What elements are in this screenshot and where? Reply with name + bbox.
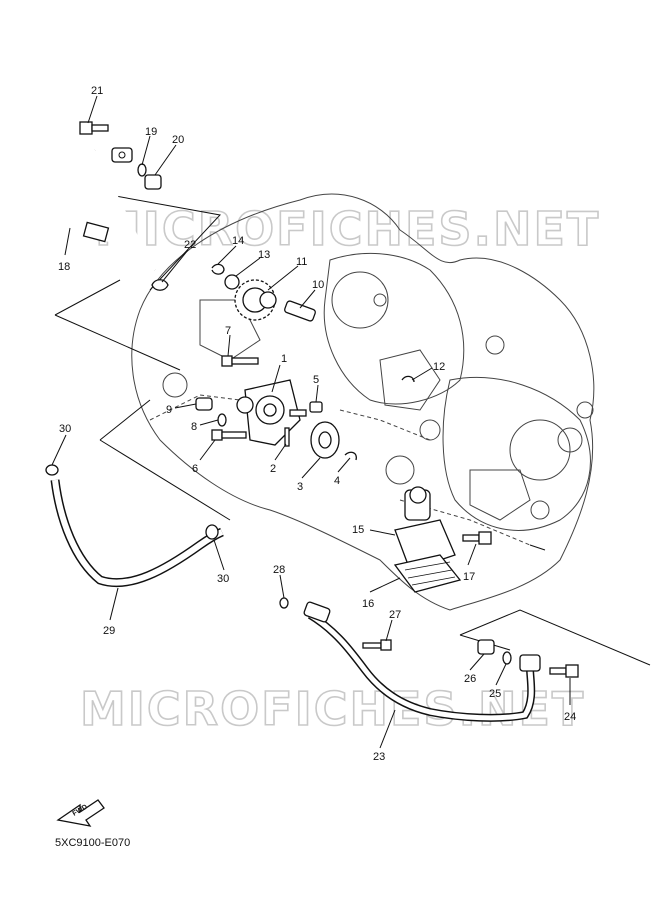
hose-29: [50, 479, 224, 588]
watermark-bottom: MICROFICHES.NET: [80, 682, 585, 736]
callout-16: 16: [362, 598, 374, 610]
callout-27: 27: [389, 609, 401, 621]
callout-28: 28: [273, 564, 285, 576]
callout-25: 25: [489, 688, 501, 700]
clamp-30-bottom: [205, 524, 219, 540]
bolt-7: [221, 355, 259, 367]
callout-11: 11: [296, 256, 307, 268]
fwd-arrow-icon: FWD: [56, 799, 105, 827]
bolt-6: [211, 429, 247, 441]
gear-11: [234, 279, 277, 321]
washer-13: [224, 274, 240, 290]
collar-9: [195, 397, 213, 411]
diagram-code: 5XC9100-E070: [55, 837, 130, 849]
collar-26: [477, 639, 495, 655]
o-ring-19: [137, 163, 147, 177]
rotor-3: [310, 421, 340, 459]
watermark-top: MICROFICHES.NET: [95, 202, 600, 256]
callout-numbers: 1 2 3 4 5 6 7 8 9 10 11 12 13 14 15 16 1…: [58, 85, 576, 763]
callout-13: 13: [258, 249, 270, 261]
callout-3: 3: [297, 481, 303, 493]
pin-2: [284, 427, 290, 447]
clamp-30-top: [45, 464, 59, 476]
callout-8: 8: [191, 421, 197, 433]
callout-6: 6: [192, 463, 198, 475]
callout-20: 20: [172, 134, 184, 146]
bolt-24: [549, 664, 579, 678]
callout-24: 24: [564, 711, 576, 723]
engine-crankcase: [131, 193, 595, 611]
circlip-4: [344, 451, 357, 461]
bolt-27: [362, 639, 392, 651]
callout-26: 26: [464, 673, 476, 685]
callout-21: 21: [91, 85, 103, 97]
callout-4: 4: [334, 475, 340, 487]
callout-1: 1: [281, 353, 287, 365]
oil-pipe-23: [303, 601, 541, 722]
callout-22: 22: [184, 239, 196, 251]
callout-29: 29: [103, 625, 115, 637]
collar-5: [309, 401, 323, 413]
shaft-10: [284, 300, 316, 322]
callout-leaders: [51, 95, 571, 749]
callout-23: 23: [373, 751, 385, 763]
circlip-14: [211, 263, 225, 275]
bolt-17: [462, 531, 492, 545]
o-ring-28: [279, 597, 289, 609]
callout-18: 18: [58, 261, 70, 273]
callout-2: 2: [270, 463, 276, 475]
oil-pipe-18: [47, 147, 157, 272]
collar-20: [144, 174, 162, 190]
strainer-screen-16: [393, 554, 462, 593]
callout-15: 15: [352, 524, 364, 536]
o-ring-8: [217, 413, 227, 427]
oil-pump-1: [236, 379, 307, 446]
callout-10: 10: [312, 279, 324, 291]
circlip-12: [401, 375, 415, 383]
o-ring-25: [502, 651, 512, 665]
callout-9: 9: [166, 404, 172, 416]
callout-14: 14: [232, 235, 244, 247]
guide-lines: [54, 194, 651, 666]
clamp-22: [151, 279, 169, 291]
callout-30-bottom: 30: [217, 573, 229, 585]
callout-5: 5: [313, 374, 319, 386]
callout-7: 7: [225, 325, 231, 337]
callout-12: 12: [433, 361, 445, 373]
strainer-15: [394, 486, 456, 571]
bolt-21: [79, 121, 109, 135]
callout-17: 17: [463, 571, 475, 583]
callout-19: 19: [145, 126, 157, 138]
callout-30-top: 30: [59, 423, 71, 435]
